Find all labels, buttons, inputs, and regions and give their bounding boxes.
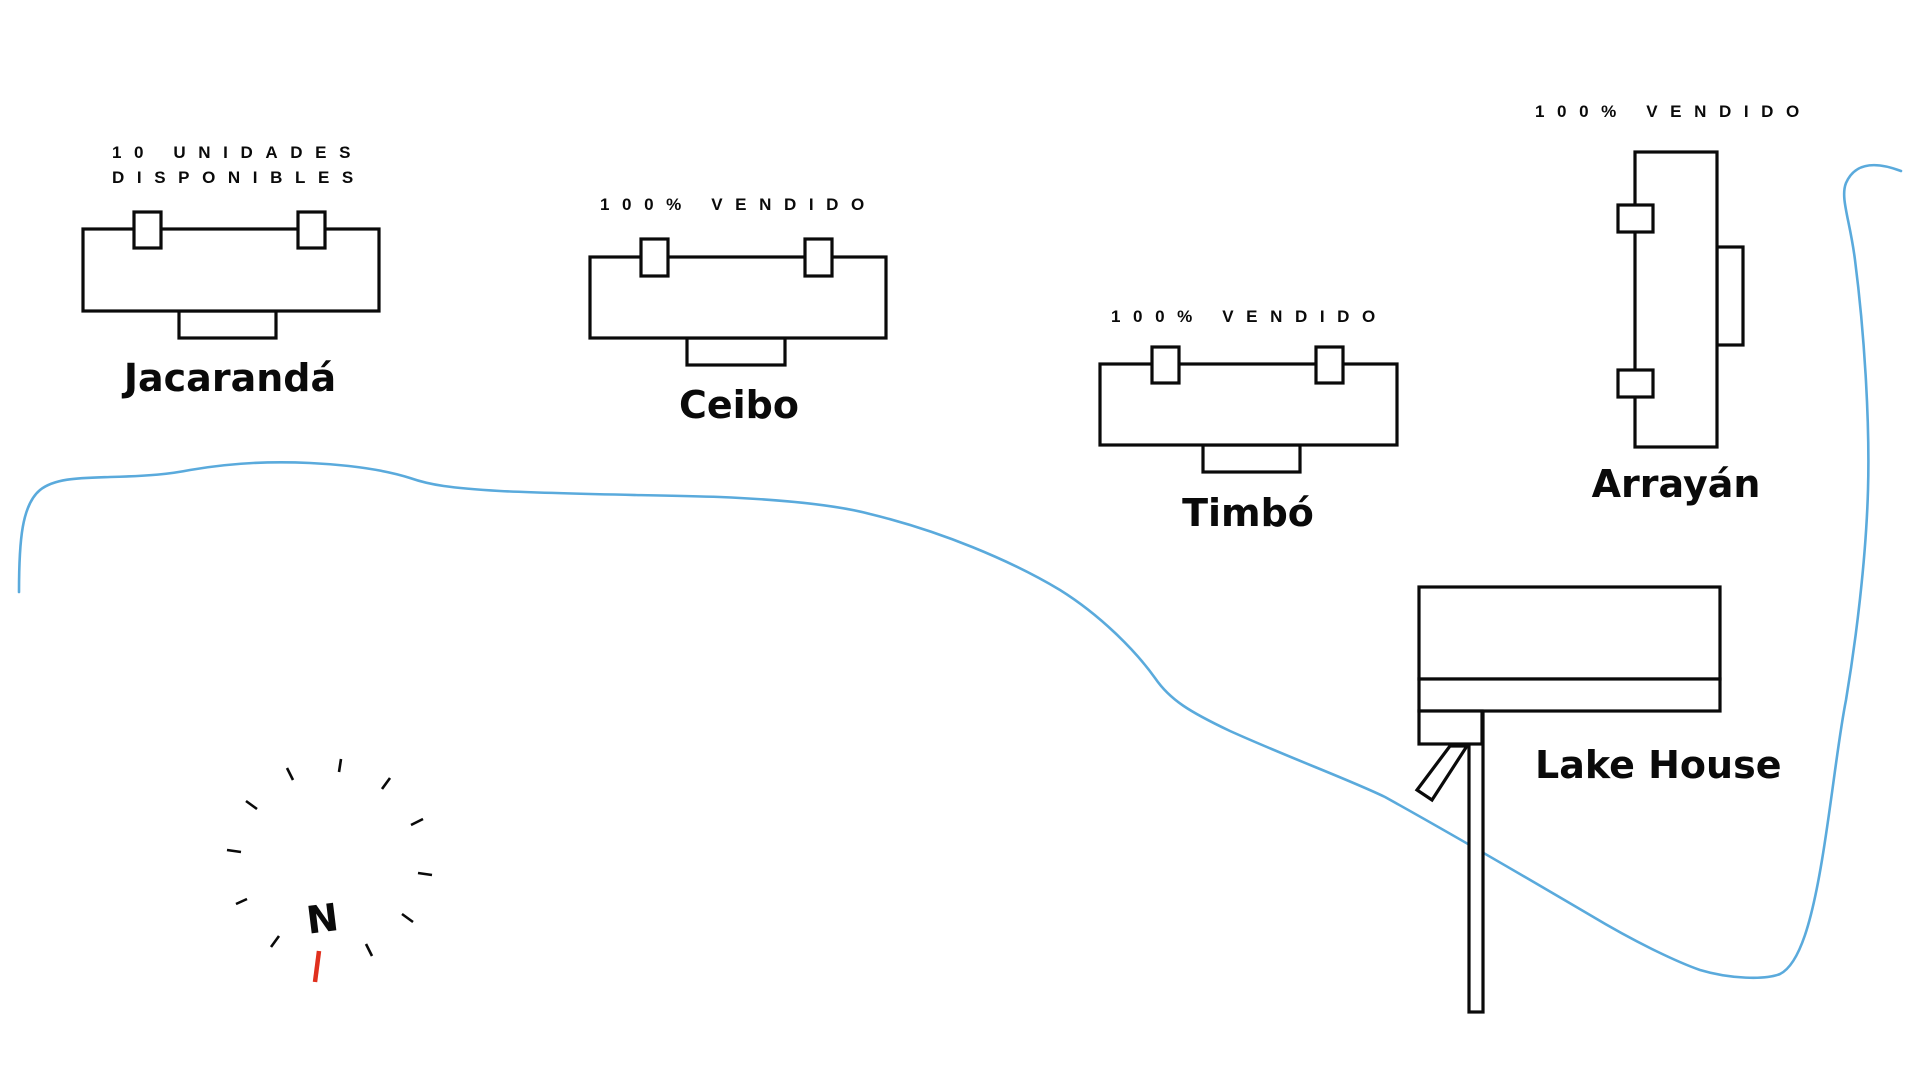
building-arrayan[interactable]: 100% VENDIDO Arrayán xyxy=(1535,102,1812,506)
compass-tick xyxy=(380,777,392,790)
compass-tick xyxy=(226,848,242,854)
building-timbo-annex xyxy=(1201,443,1302,474)
compass-north-needle xyxy=(312,950,322,983)
building-jacaranda-status: DISPONIBLES xyxy=(112,168,366,187)
lake-house-entry xyxy=(1417,709,1484,746)
building-jacaranda-status: 10 UNIDADES xyxy=(112,143,363,162)
building-ceibo-body xyxy=(588,255,888,340)
building-timbo-name: Timbó xyxy=(1182,491,1314,535)
lake-house-pier xyxy=(1467,709,1485,1014)
compass-north-label: N xyxy=(304,895,341,943)
compass-tick xyxy=(410,817,424,827)
building-ceibo-window xyxy=(803,237,834,278)
building-jacaranda-name: Jacarandá xyxy=(121,356,336,400)
building-arrayan-window xyxy=(1616,203,1655,234)
compass-tick xyxy=(401,912,414,924)
compass-tick xyxy=(269,935,281,948)
compass-tick xyxy=(417,871,433,877)
building-timbo-body xyxy=(1098,362,1399,447)
building-timbo-window xyxy=(1150,345,1181,385)
building-ceibo-annex xyxy=(685,336,787,367)
building-ceibo-status: 100% VENDIDO xyxy=(600,195,877,214)
building-arrayan-status: 100% VENDIDO xyxy=(1535,102,1812,121)
building-arrayan-name: Arrayán xyxy=(1592,462,1761,506)
building-jacaranda[interactable]: 10 UNIDADES DISPONIBLES Jacarandá xyxy=(81,143,381,400)
building-arrayan-window xyxy=(1616,368,1655,399)
building-timbo-window xyxy=(1314,345,1345,385)
building-ceibo-name: Ceibo xyxy=(679,383,799,427)
building-jacaranda-window xyxy=(296,210,327,250)
compass-tick xyxy=(337,758,343,773)
building-lake-house-name: Lake House xyxy=(1535,743,1781,787)
building-jacaranda-window xyxy=(132,210,163,250)
compass-tick xyxy=(245,799,258,811)
lake-shoreline xyxy=(17,163,1903,980)
lake-house-body xyxy=(1417,585,1722,681)
lake-house-ramp xyxy=(1414,744,1470,803)
building-arrayan-body xyxy=(1633,150,1719,449)
compass-tick xyxy=(285,767,295,781)
compass-tick xyxy=(235,897,248,906)
building-timbo-status: 100% VENDIDO xyxy=(1111,307,1388,326)
building-lake-house[interactable]: Lake House xyxy=(1414,585,1781,1014)
compass: N xyxy=(226,758,433,983)
building-jacaranda-annex xyxy=(177,309,278,340)
compass-tick xyxy=(364,943,374,957)
building-arrayan-annex xyxy=(1715,245,1745,347)
lake-house-deck xyxy=(1417,677,1722,713)
building-timbo[interactable]: 100% VENDIDO Timbó xyxy=(1098,307,1399,535)
building-ceibo-window xyxy=(639,237,670,278)
building-jacaranda-body xyxy=(81,227,381,313)
building-ceibo[interactable]: 100% VENDIDO Ceibo xyxy=(588,195,888,427)
